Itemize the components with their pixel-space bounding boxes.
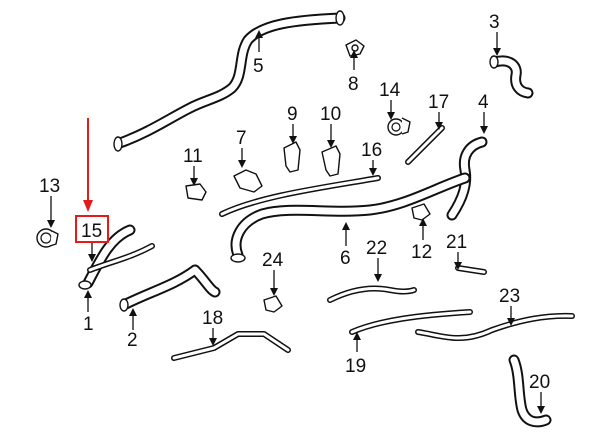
part-15-hose[interactable] (78, 224, 155, 290)
part-13-clamp[interactable] (36, 228, 59, 248)
part-5-hose[interactable] (113, 10, 346, 152)
callout-23[interactable]: 23 (499, 286, 520, 307)
callout-9[interactable]: 9 (287, 104, 298, 125)
callout-24[interactable]: 24 (262, 250, 284, 271)
part-22-tube[interactable] (327, 285, 417, 303)
callout-16[interactable]: 16 (361, 140, 382, 161)
callout-8[interactable]: 8 (348, 74, 359, 95)
part-8-fitting[interactable] (345, 39, 365, 57)
callout-2[interactable]: 2 (127, 330, 138, 351)
callout-17[interactable]: 17 (428, 92, 449, 113)
part-7-clip[interactable] (233, 169, 263, 193)
part-11-clip[interactable] (185, 183, 207, 201)
callout-13[interactable]: 13 (39, 176, 60, 197)
highlight-arrow (83, 118, 93, 212)
callout-labels: 3 5 8 14 17 4 9 10 7 11 16 13 15 12 6 22… (39, 12, 550, 393)
callout-3[interactable]: 3 (489, 12, 500, 33)
part-23-tube[interactable] (415, 312, 575, 341)
callout-22[interactable]: 22 (366, 238, 387, 259)
part-3-hose[interactable] (489, 55, 534, 99)
part-18-tube[interactable] (171, 331, 291, 361)
part-6-hose[interactable] (230, 172, 471, 263)
part-20-hose[interactable] (508, 354, 552, 428)
callout-12[interactable]: 12 (411, 242, 432, 263)
part-9-bracket[interactable] (283, 141, 301, 173)
callout-15[interactable]: 15 (81, 221, 102, 242)
callout-7[interactable]: 7 (236, 128, 247, 149)
callout-5[interactable]: 5 (253, 56, 264, 77)
part-17-tube[interactable] (405, 125, 445, 165)
highlight-box (75, 215, 109, 243)
part-19-tube[interactable] (349, 309, 473, 335)
part-24-clip[interactable] (263, 295, 283, 313)
callout-18[interactable]: 18 (202, 308, 223, 329)
part-2-pipe[interactable] (119, 264, 221, 312)
callout-6[interactable]: 6 (340, 248, 351, 269)
part-14-clamp[interactable] (387, 117, 411, 136)
callout-21[interactable]: 21 (446, 232, 467, 253)
part-4-hose[interactable] (446, 136, 488, 221)
leader-lines (47, 30, 545, 414)
callout-4[interactable]: 4 (478, 92, 489, 113)
part-21-hose[interactable] (455, 265, 487, 275)
callout-10[interactable]: 10 (320, 104, 341, 125)
part-10-bracket[interactable] (321, 145, 341, 177)
callout-14[interactable]: 14 (379, 80, 401, 101)
part-16-tube[interactable] (219, 175, 381, 217)
callout-20[interactable]: 20 (529, 372, 550, 393)
part-12-clip[interactable] (411, 203, 431, 221)
callout-11[interactable]: 11 (183, 146, 203, 167)
callout-1[interactable]: 1 (83, 314, 94, 335)
callout-19[interactable]: 19 (345, 356, 366, 377)
